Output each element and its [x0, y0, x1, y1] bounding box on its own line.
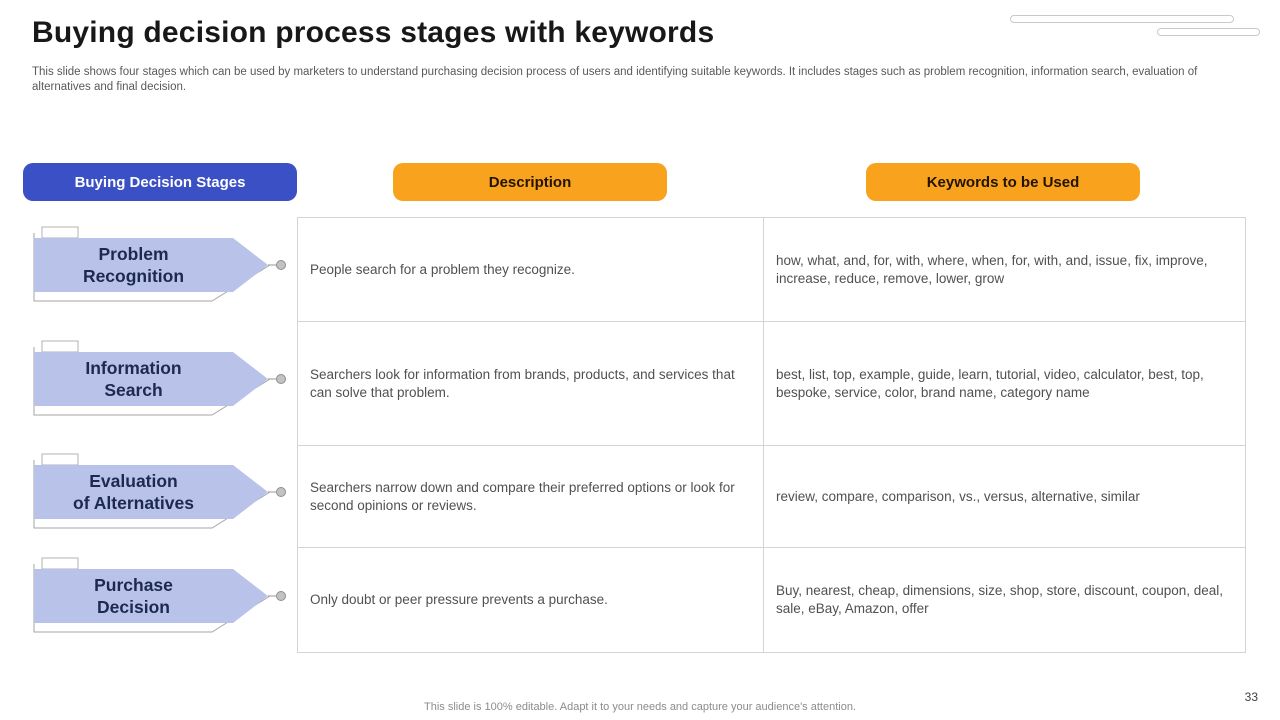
tab-outline-shape [41, 340, 79, 353]
description-cell: Searchers look for information from bran… [297, 321, 763, 445]
arrow-fill-shape [34, 238, 268, 292]
stage-label: Purchase Decision [34, 569, 233, 623]
stage-arrow-shape [33, 226, 286, 302]
stage-item-evaluation-of-alternatives: Evaluation of Alternatives [20, 446, 297, 546]
stage-label: Evaluation of Alternatives [34, 465, 233, 519]
table-row: Searchers narrow down and compare their … [297, 445, 1246, 547]
keywords-cell: best, list, top, example, guide, learn, … [763, 321, 1246, 445]
stage-label: Problem Recognition [34, 238, 233, 292]
slide-subtitle: This slide shows four stages which can b… [32, 66, 1198, 93]
stage-arrow-shape [33, 453, 286, 529]
stages-table: People search for a problem they recogni… [297, 217, 1246, 653]
connector-dot [276, 260, 286, 270]
stage-label-line2: Recognition [82, 266, 185, 286]
decorative-line-bottom [1157, 28, 1260, 36]
stage-label: Information Search [34, 352, 233, 406]
stage-label-line2: of Alternatives [73, 493, 194, 513]
decorative-line-top [1010, 15, 1234, 23]
table-row: People search for a problem they recogni… [297, 217, 1246, 321]
arrow-fill-shape [34, 569, 268, 623]
tab-outline-shape [41, 453, 79, 466]
stage-label-line1: Purchase [94, 575, 173, 595]
description-cell: Searchers narrow down and compare their … [297, 445, 763, 547]
stage-arrow-shape [33, 557, 286, 633]
stage-label-line2: Search [104, 380, 163, 400]
footer-note: This slide is 100% editable. Adapt it to… [424, 701, 856, 713]
stage-label-line1: Information [85, 358, 182, 378]
description-cell: Only doubt or peer pressure prevents a p… [297, 547, 763, 653]
page-number: 33 [1244, 690, 1258, 704]
stage-item-purchase-decision: Purchase Decision [20, 550, 297, 650]
table-row: Searchers look for information from bran… [297, 321, 1246, 445]
stage-label-line1: Problem [98, 244, 169, 264]
arrow-fill-shape [34, 465, 268, 519]
tab-outline-shape [41, 226, 79, 239]
page-title: Buying decision process stages with keyw… [32, 16, 715, 49]
stage-arrow-shape [33, 340, 286, 416]
keywords-cell: how, what, and, for, with, where, when, … [763, 217, 1246, 321]
arrow-fill-shape [34, 352, 268, 406]
connector-dot [276, 374, 286, 384]
keywords-cell: review, compare, comparison, vs., versus… [763, 445, 1246, 547]
column-header-description: Description [393, 163, 667, 201]
description-cell: People search for a problem they recogni… [297, 217, 763, 321]
connector-dot [276, 487, 286, 497]
keywords-cell: Buy, nearest, cheap, dimensions, size, s… [763, 547, 1246, 653]
tab-outline-shape [41, 557, 79, 570]
stage-label-line1: Evaluation [89, 471, 178, 491]
connector-dot [276, 591, 286, 601]
table-row: Only doubt or peer pressure prevents a p… [297, 547, 1246, 653]
stage-item-information-search: Information Search [20, 333, 297, 433]
column-header-keywords: Keywords to be Used [866, 163, 1140, 201]
stage-label-line2: Decision [97, 597, 170, 617]
column-header-stages: Buying Decision Stages [23, 163, 297, 201]
stage-item-problem-recognition: Problem Recognition [20, 219, 297, 319]
